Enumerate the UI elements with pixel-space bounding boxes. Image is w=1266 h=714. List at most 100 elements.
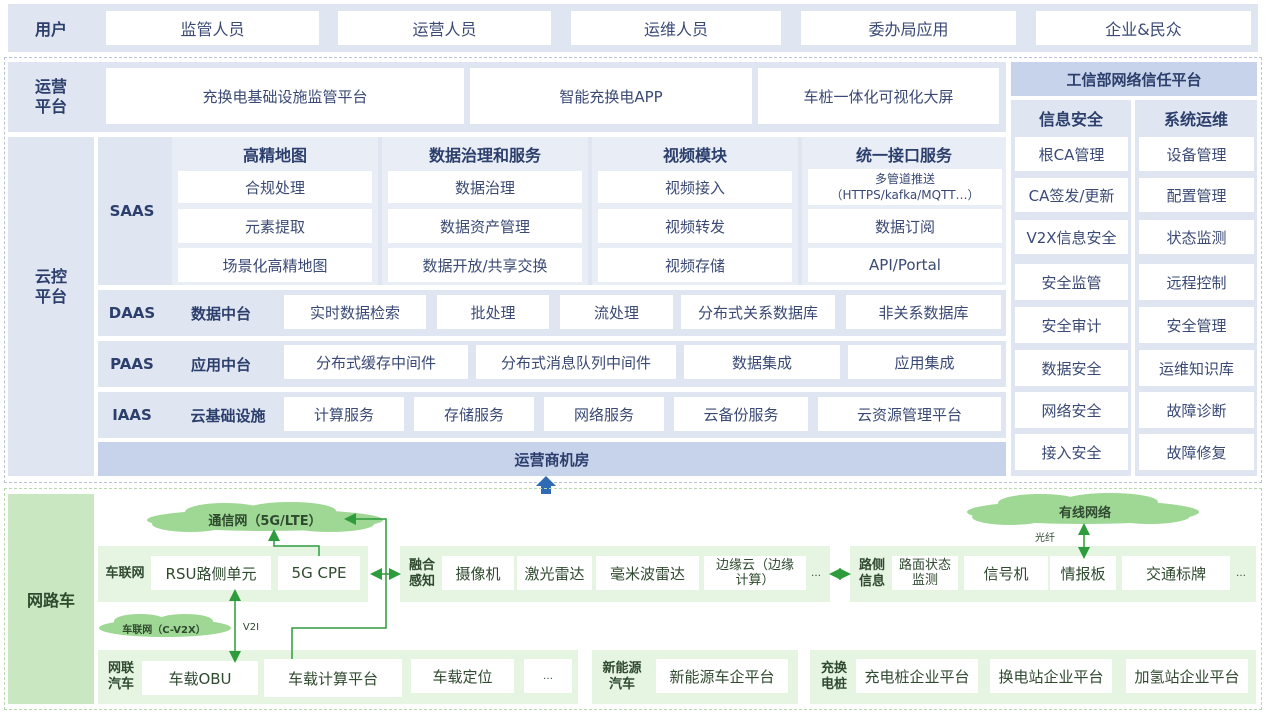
nev-platform: 新能源车企平台 [656, 659, 788, 693]
ops-platform-label: 运营 平台 [34, 77, 67, 116]
fusion-label: 融合 感知 [408, 558, 435, 589]
saas-item: 场景化高精地图 [178, 248, 372, 282]
lidar: 激光雷达 [517, 556, 592, 590]
trust-security-title: 信息安全 [1038, 110, 1103, 129]
security-item: 安全监管 [1015, 264, 1128, 300]
iaas-label: IAAS [112, 406, 152, 424]
user-agency-app: 委办局应用 [801, 11, 1016, 45]
ops-maint-item: 安全管理 [1139, 307, 1254, 343]
daas-item: 非关系数据库 [846, 295, 1001, 329]
security-item: CA签发/更新 [1015, 178, 1128, 212]
daas-item: 分布式关系数据库 [681, 295, 835, 329]
saas-item: 元素提取 [178, 209, 372, 243]
v2i-label: V2I [242, 621, 260, 633]
hydrogen-station-platform: 加氢站企业平台 [1126, 659, 1248, 693]
user-operator: 运营人员 [338, 11, 551, 45]
onboard-positioning: 车载定位 [411, 659, 514, 693]
cloud-platform-left [8, 137, 94, 476]
ops-item-bigscreen: 车桩一体化可视化大屏 [758, 68, 999, 124]
edge-cloud: 边缘云（边缘计算） [704, 556, 806, 590]
security-item: 根CA管理 [1015, 137, 1128, 171]
traffic-sign: 交通标牌 [1122, 556, 1230, 590]
iaas-item: 云资源管理平台 [818, 397, 1001, 431]
daas-item: 实时数据检索 [284, 295, 426, 329]
security-item: 接入安全 [1015, 434, 1128, 470]
road-status-monitor: 路面状态监测 [892, 556, 958, 590]
ops-maint-item: 设备管理 [1139, 137, 1254, 171]
saas-item-multichannel: 多管道推送 （HTTPS/kafka/MQTT…） [808, 169, 1002, 205]
saas-item-line: 多管道推送 [874, 172, 935, 186]
iaas-sub: 云基础设施 [190, 406, 266, 425]
security-item: 安全审计 [1015, 307, 1128, 343]
saas-item: API/Portal [808, 248, 1002, 282]
user-maintainer: 运维人员 [571, 11, 781, 45]
saas-item: 视频转发 [598, 209, 792, 243]
signal-controller: 信号机 [964, 556, 1048, 590]
paas-sub: 应用中台 [190, 355, 251, 374]
roadside-more: … [1236, 567, 1246, 579]
charging-label: 充换 电桩 [820, 661, 847, 692]
fusion-more: … [811, 567, 821, 579]
onboard-obu: 车载OBU [142, 661, 258, 695]
saas-item: 数据订阅 [808, 209, 1002, 243]
security-item: 数据安全 [1015, 350, 1128, 386]
platform-frame [4, 57, 1262, 483]
saas-item: 视频存储 [598, 248, 792, 282]
comm-cloud-label: 通信网（5G/LTE） [208, 513, 322, 529]
daas-sub: 数据中台 [190, 304, 251, 323]
ops-item-supervision: 充换电基础设施监管平台 [106, 68, 464, 124]
saas-item: 数据开放/共享交换 [388, 248, 582, 282]
iaas-item: 云备份服务 [674, 397, 808, 431]
saas-item-line: （HTTPS/kafka/MQTT…） [830, 188, 980, 202]
fiber-label: 光纤 [1035, 532, 1055, 544]
v2x-cloud-label: 车联网（C-V2X） [122, 624, 206, 636]
user-supervisor: 监管人员 [106, 11, 319, 45]
ops-maint-item: 远程控制 [1139, 264, 1254, 300]
security-item: 网络安全 [1015, 392, 1128, 428]
info-board: 情报板 [1050, 556, 1116, 590]
onboard-compute: 车载计算平台 [264, 659, 402, 697]
rsu-unit: RSU路侧单元 [151, 556, 271, 590]
camera: 摄像机 [442, 556, 514, 590]
network-frame [4, 488, 1262, 710]
trust-platform-title: 工信部网络信任平台 [1011, 62, 1257, 96]
paas-label: PAAS [110, 355, 154, 373]
iaas-item: 网络服务 [544, 397, 664, 431]
paas-item: 分布式消息队列中间件 [476, 345, 676, 379]
saas-item: 数据治理 [388, 171, 582, 203]
roadside-label: 路侧 信息 [858, 558, 885, 589]
charging-pile-platform: 充电桩企业平台 [856, 659, 978, 693]
daas-item: 批处理 [437, 295, 549, 329]
cloud-platform-label: 云控 平台 [34, 267, 67, 306]
saas-label: SAAS [109, 202, 155, 220]
iaas-item: 存储服务 [414, 397, 534, 431]
swap-station-platform: 换电站企业平台 [990, 659, 1112, 693]
paas-item: 应用集成 [848, 345, 1001, 379]
ops-maint-item: 状态监测 [1139, 220, 1254, 254]
ops-maint-item: 故障诊断 [1139, 392, 1254, 428]
ops-maint-item: 配置管理 [1139, 178, 1254, 212]
paas-item: 分布式缓存中间件 [284, 345, 468, 379]
saas-col-title: 视频模块 [662, 146, 727, 165]
nev-label: 新能源 汽车 [602, 661, 642, 692]
network-vehicle-label: 网路车 [8, 494, 94, 704]
connected-car-more: … [524, 659, 572, 693]
daas-label: DAAS [108, 304, 156, 322]
saas-col-title: 统一接口服务 [855, 146, 952, 165]
mmwave-radar: 毫米波雷达 [596, 556, 699, 590]
users-label: 用户 [34, 20, 67, 39]
trust-ops-title: 系统运维 [1163, 110, 1228, 129]
wired-cloud-label: 有线网络 [1058, 505, 1111, 521]
cpe-5g: 5G CPE [278, 556, 360, 590]
cv-net-label: 车联网 [105, 566, 145, 581]
saas-item: 合规处理 [178, 171, 372, 203]
ops-maint-item: 故障修复 [1139, 434, 1254, 470]
datacenter-bar: 运营商机房 [98, 442, 1006, 476]
saas-item: 数据资产管理 [388, 209, 582, 243]
ops-maint-item: 运维知识库 [1139, 350, 1254, 386]
saas-item: 视频接入 [598, 171, 792, 203]
iaas-item: 计算服务 [284, 397, 404, 431]
paas-item: 数据集成 [684, 345, 840, 379]
security-item: V2X信息安全 [1015, 220, 1128, 254]
ops-item-app: 智能充换电APP [470, 68, 752, 124]
